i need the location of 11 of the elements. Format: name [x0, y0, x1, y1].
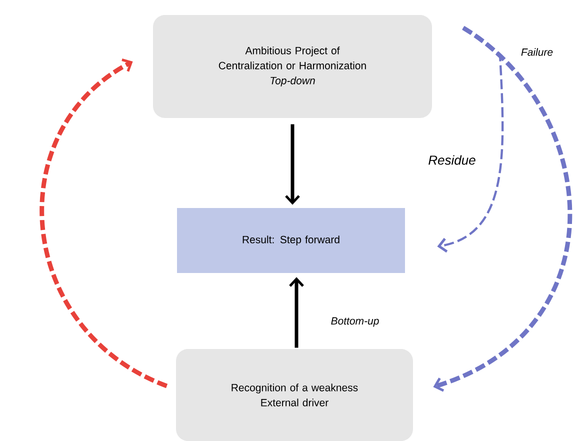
arrow: [289, 277, 304, 348]
result-box: Result: Step forward: [177, 208, 405, 273]
arrow: [437, 26, 504, 253]
arrow: [285, 124, 300, 205]
edge-label: Failure: [520, 47, 554, 57]
arrow: [433, 26, 572, 392]
process-box: Ambitious Project of Centralization or Harmonization Top-down: [153, 15, 432, 118]
edge-label: Residue: [427, 154, 477, 166]
arrow: [40, 58, 168, 388]
edge-label: Bottom-up: [330, 316, 380, 328]
process-box: Recognition of a weakness External driver: [176, 348, 413, 441]
